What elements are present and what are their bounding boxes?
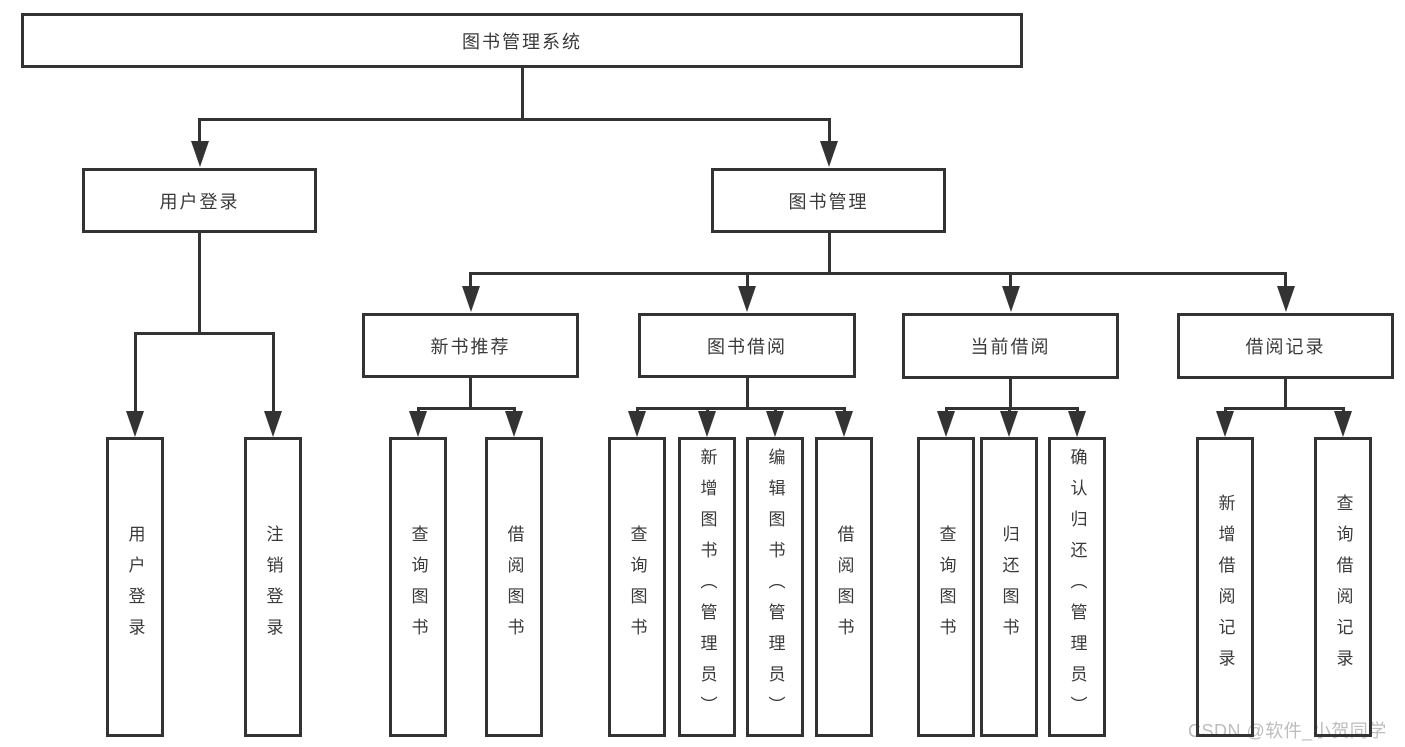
node-label: 借阅图书 bbox=[504, 525, 524, 649]
arrowhead bbox=[409, 411, 427, 437]
node-label: 图书管理 bbox=[788, 191, 869, 212]
leaf-add-book-admin: 新增图书（管理员） bbox=[678, 437, 736, 737]
node-label: 归还图书 bbox=[999, 525, 1019, 649]
node-current-borrowing: 当前借阅 bbox=[902, 313, 1119, 379]
node-book-borrowing: 图书借阅 bbox=[638, 313, 856, 378]
arrowhead bbox=[628, 411, 646, 437]
node-label: 借阅记录 bbox=[1245, 337, 1326, 357]
leaf-query-books-borrowing: 查询图书 bbox=[608, 437, 666, 737]
leaf-return-books: 归还图书 bbox=[980, 437, 1038, 737]
connector bbox=[745, 273, 749, 291]
node-label: 用户登录 bbox=[159, 191, 240, 212]
connector bbox=[635, 406, 846, 410]
leaf-borrow-books-borrowing: 借阅图书 bbox=[815, 437, 873, 737]
node-label: 查询图书 bbox=[627, 525, 647, 649]
node-label: 新增图书（管理员） bbox=[697, 447, 717, 727]
connector bbox=[469, 378, 472, 409]
connector bbox=[469, 271, 1287, 275]
leaf-query-borrow-record: 查询借阅记录 bbox=[1314, 437, 1372, 737]
node-label: 查询借阅记录 bbox=[1333, 494, 1353, 680]
node-label: 查询图书 bbox=[936, 525, 956, 649]
node-label: 新增借阅记录 bbox=[1215, 494, 1235, 680]
arrowhead bbox=[820, 141, 838, 167]
node-label: 确认归还（管理员） bbox=[1067, 447, 1087, 727]
node-label: 借阅图书 bbox=[834, 525, 854, 649]
leaf-borrow-books-recommend: 借阅图书 bbox=[485, 437, 543, 737]
node-label: 注销登录 bbox=[263, 525, 283, 649]
arrowhead bbox=[1068, 411, 1086, 437]
node-library-management-system: 图书管理系统 bbox=[21, 13, 1023, 68]
connector bbox=[827, 233, 831, 275]
connector bbox=[520, 68, 524, 119]
leaf-query-books-current: 查询图书 bbox=[917, 437, 975, 737]
leaf-confirm-return-admin: 确认归还（管理员） bbox=[1048, 437, 1106, 737]
leaf-add-borrow-record: 新增借阅记录 bbox=[1196, 437, 1254, 737]
leaf-user-login: 用户登录 bbox=[106, 437, 164, 737]
node-borrowing-records: 借阅记录 bbox=[1177, 313, 1394, 379]
connector bbox=[198, 119, 201, 147]
arrowhead bbox=[1001, 286, 1020, 312]
arrowhead bbox=[766, 411, 784, 437]
node-label: 用户登录 bbox=[125, 525, 145, 649]
arrowhead bbox=[461, 286, 480, 312]
connector bbox=[944, 406, 1079, 410]
connector bbox=[133, 331, 275, 335]
connector bbox=[1284, 273, 1287, 291]
node-label: 当前借阅 bbox=[970, 337, 1051, 357]
connector bbox=[1284, 379, 1287, 409]
connector bbox=[198, 117, 831, 121]
connector bbox=[1223, 406, 1345, 410]
connector bbox=[416, 406, 516, 410]
arrowhead bbox=[1276, 286, 1295, 312]
connector bbox=[133, 333, 137, 412]
node-book-management: 图书管理 bbox=[711, 168, 946, 233]
node-label: 编辑图书（管理员） bbox=[765, 447, 785, 727]
node-label: 新书推荐 bbox=[430, 336, 511, 357]
connector bbox=[827, 119, 831, 147]
connector bbox=[1009, 273, 1012, 291]
leaf-edit-book-admin: 编辑图书（管理员） bbox=[746, 437, 804, 737]
arrowhead bbox=[1216, 411, 1234, 437]
arrowhead bbox=[126, 411, 144, 437]
connector bbox=[198, 233, 201, 335]
arrowhead bbox=[505, 411, 523, 437]
leaf-query-books-recommend: 查询图书 bbox=[389, 437, 447, 737]
arrowhead bbox=[264, 411, 282, 437]
node-label: 查询图书 bbox=[408, 525, 428, 649]
arrowhead bbox=[738, 286, 756, 312]
connector bbox=[271, 333, 275, 412]
arrowhead bbox=[698, 411, 716, 437]
connector bbox=[469, 273, 472, 291]
arrowhead bbox=[190, 141, 209, 167]
arrowhead bbox=[937, 411, 955, 437]
arrowhead bbox=[1334, 411, 1352, 437]
connector bbox=[1009, 379, 1012, 409]
leaf-logout: 注销登录 bbox=[244, 437, 302, 737]
node-label: 图书管理系统 bbox=[462, 31, 582, 52]
connector bbox=[745, 378, 749, 409]
node-new-book-recommendation: 新书推荐 bbox=[362, 313, 579, 378]
node-user-login: 用户登录 bbox=[82, 168, 317, 233]
arrowhead bbox=[835, 411, 853, 437]
node-label: 图书借阅 bbox=[707, 336, 787, 357]
arrowhead bbox=[1000, 411, 1018, 437]
